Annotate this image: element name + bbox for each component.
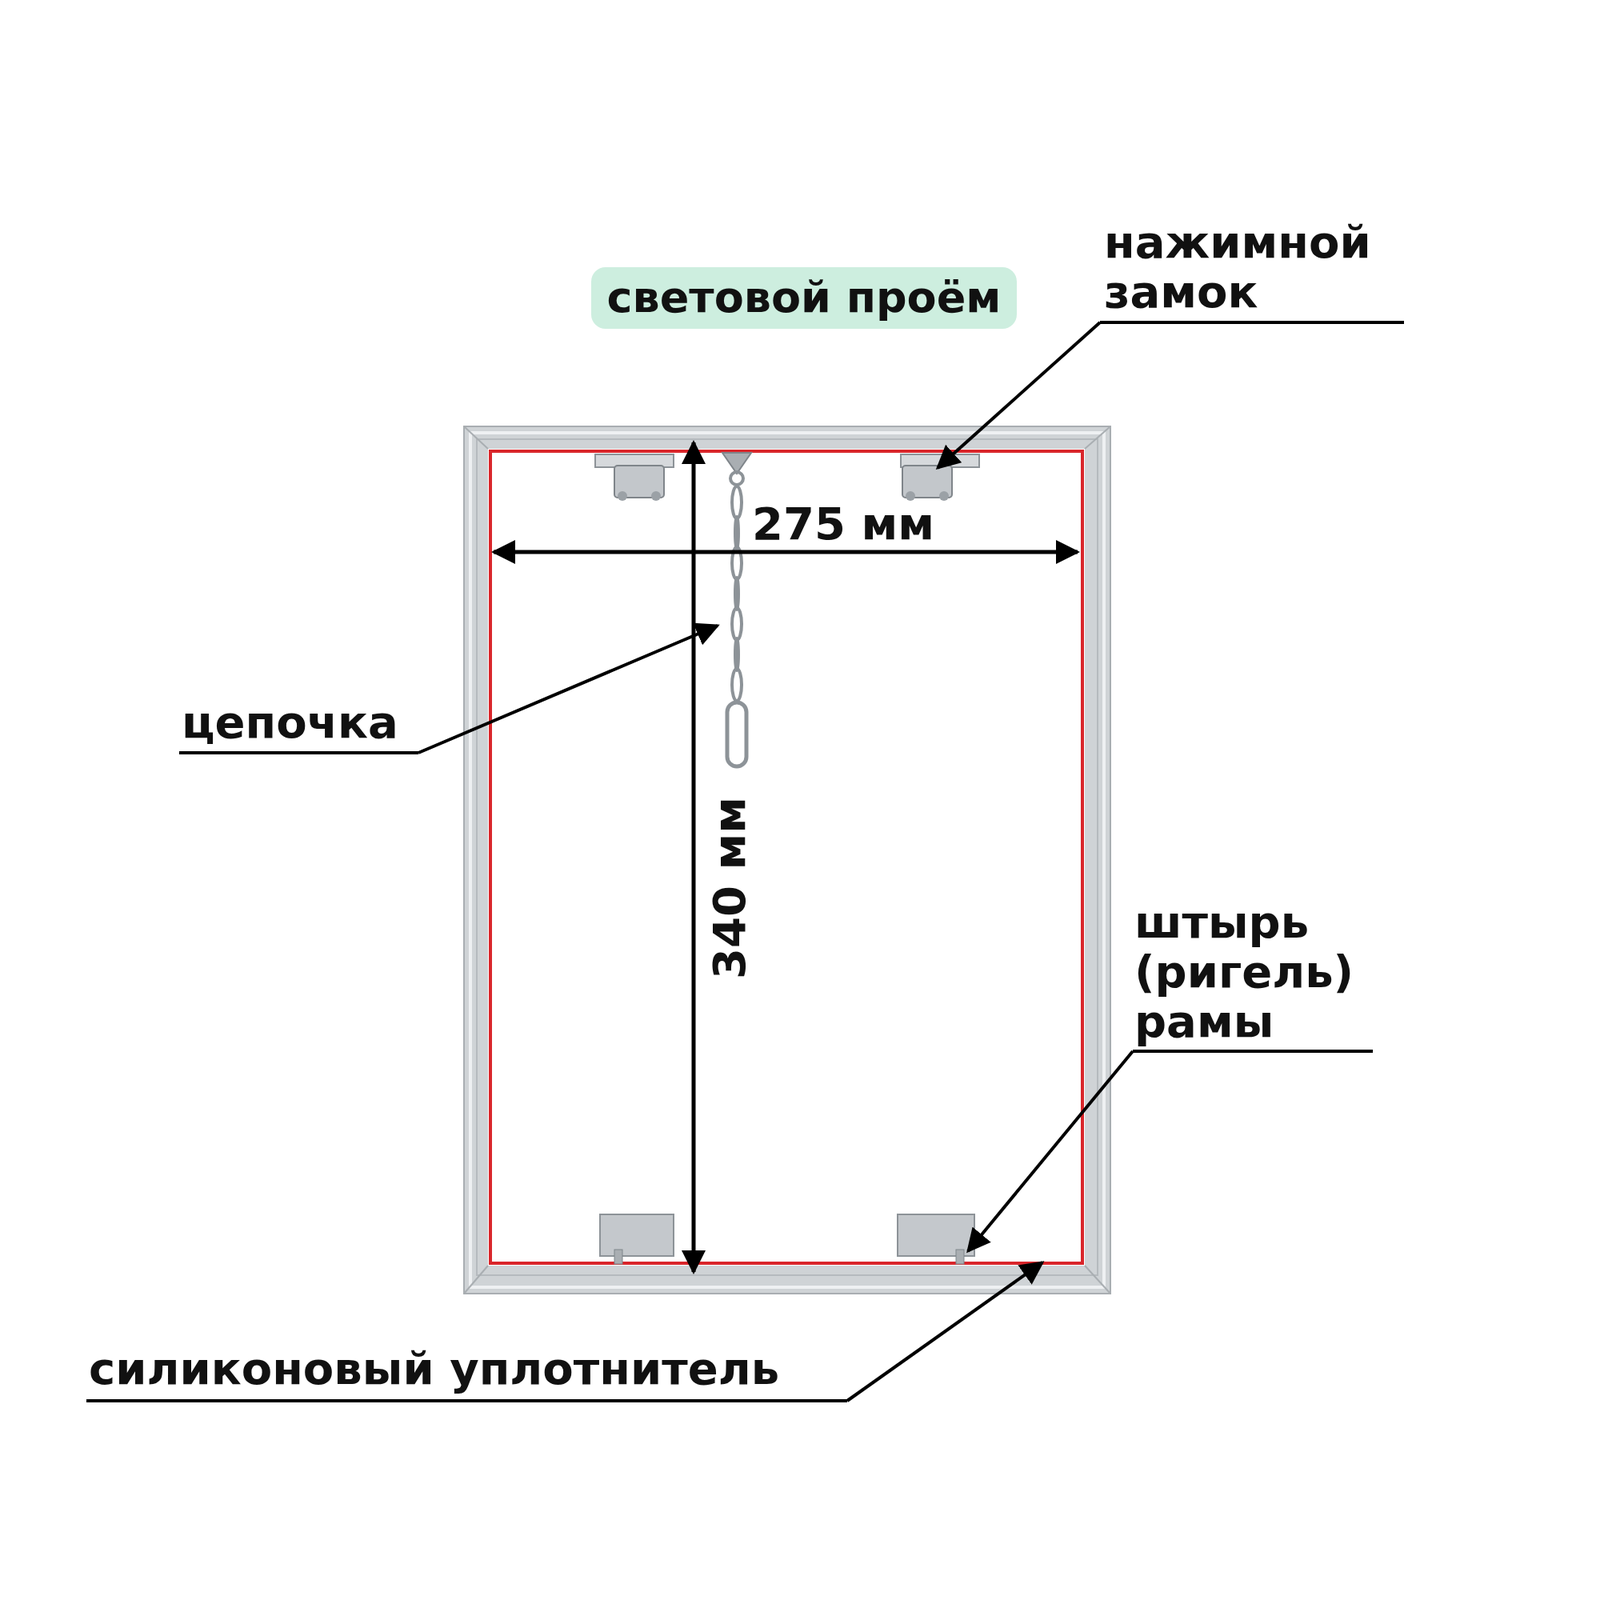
lock-screw [617,491,628,501]
chain-link [732,668,742,701]
chain-link [732,486,742,519]
leader-line [968,1051,1133,1252]
label-underline [1132,1049,1373,1053]
chain-ring [730,472,744,485]
highlight-badge: световой проём [591,267,1018,329]
frame-profile [464,426,1111,1294]
lock-screw [905,491,916,501]
leader-line [937,322,1100,468]
profile-highlight [470,432,1104,1288]
frame-mitre [1084,426,1111,449]
part-label: силиконовый уплотнитель [88,1344,780,1394]
carabiner [727,702,747,767]
node-text: световой проём [607,272,1002,324]
leader-line [418,625,718,753]
frame-opening [488,448,1085,1266]
label-underline [1100,320,1404,324]
chain-link [735,516,739,549]
label-underline [86,1399,848,1403]
dimension-label: 275 мм [752,504,935,544]
frame-pin [614,1249,623,1264]
lock-screw [651,491,661,501]
leader-line [847,1262,1043,1401]
silicone-seal [490,451,1083,1264]
part-label: штырь (ригель) рамы [1134,897,1407,1047]
chain-link [735,577,739,610]
chain-link [735,638,739,671]
lock-screw [939,491,949,501]
label-underline [179,751,419,755]
part-label: нажимной замок [1104,217,1440,317]
frame-mitre [1084,1265,1111,1294]
dimension-line [493,550,1078,555]
dimension-line [692,442,696,1272]
profile-groove [476,439,1098,1276]
frame-pin [956,1249,964,1264]
part-label: цепочка [181,697,399,748]
chain-link [732,608,742,640]
pin-plate [600,1214,674,1256]
dimension-label: 340 мм [709,796,750,980]
frame-mitre [464,1265,488,1294]
frame-mitre [464,426,488,449]
